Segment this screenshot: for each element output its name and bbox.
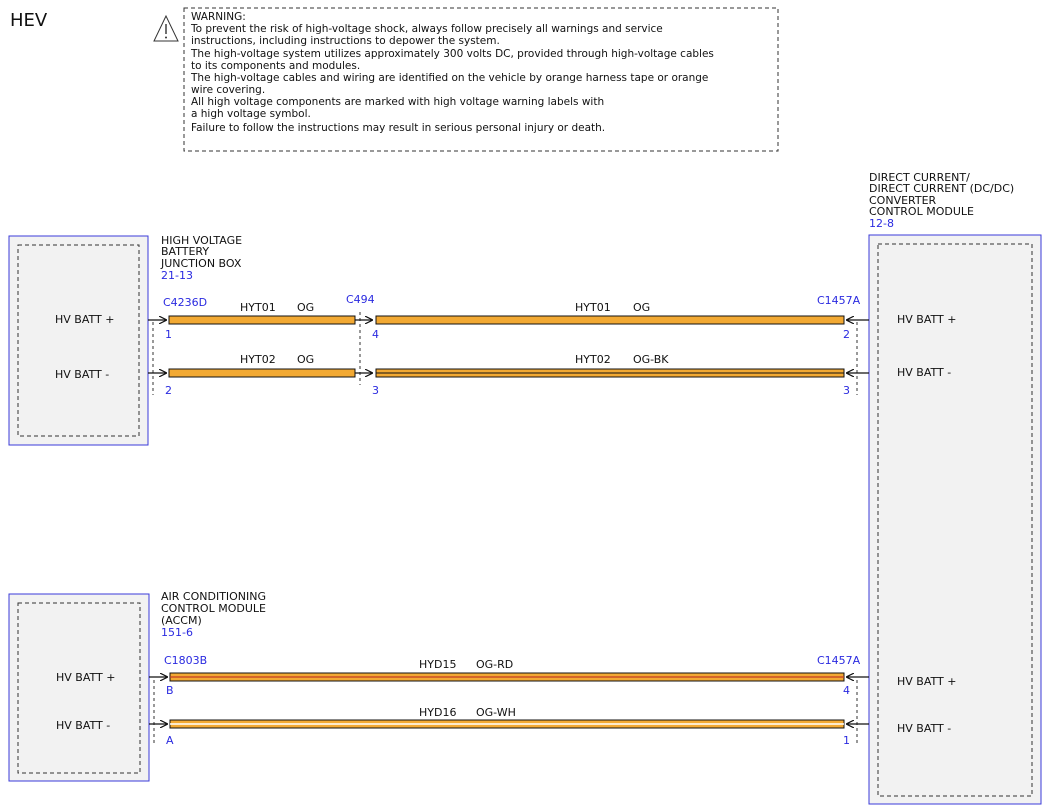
connector-id-link[interactable]: C494 bbox=[346, 293, 375, 306]
module-name-line: CONTROL MODULE bbox=[161, 602, 266, 615]
warning-line: to its components and modules. bbox=[191, 60, 360, 72]
pin-label: HV BATT - bbox=[56, 719, 110, 732]
module-ref-link[interactable]: 21-13 bbox=[161, 269, 193, 282]
connector-id-link[interactable]: C4236D bbox=[163, 296, 207, 309]
dcdc-converter-module: HV BATT + HV BATT - HV BATT + HV BATT - bbox=[868, 234, 1042, 805]
connector-id-link[interactable]: C1457A bbox=[817, 294, 861, 307]
warning-line: Failure to follow the instructions may r… bbox=[191, 122, 605, 134]
circuit-label: HYD16 bbox=[419, 706, 456, 719]
module-name-line: HIGH VOLTAGE bbox=[161, 234, 242, 247]
wire-color-label: OG bbox=[633, 301, 650, 314]
wire bbox=[168, 368, 356, 378]
warning-line: The high-voltage cables and wiring are i… bbox=[190, 72, 708, 84]
pin-label: HV BATT - bbox=[55, 368, 109, 381]
pin-number: 3 bbox=[372, 384, 379, 397]
warning-line: WARNING: bbox=[191, 11, 246, 23]
module-name-line: BATTERY bbox=[161, 245, 209, 258]
connector-id-link[interactable]: C1457A bbox=[817, 654, 861, 667]
pin-label: HV BATT - bbox=[897, 722, 951, 735]
warning-line: a high voltage symbol. bbox=[191, 108, 311, 120]
pin-label: HV BATT + bbox=[897, 313, 956, 326]
pin-number: B bbox=[166, 684, 174, 697]
module-name-line: DIRECT CURRENT (DC/DC) bbox=[869, 182, 1014, 195]
warning-line: instructions, including instructions to … bbox=[191, 35, 500, 47]
warning-line: To prevent the risk of high-voltage shoc… bbox=[190, 23, 663, 35]
warning-line: wire covering. bbox=[191, 84, 265, 96]
pin-number: 1 bbox=[843, 734, 850, 747]
module-ref-link[interactable]: 12-8 bbox=[869, 217, 894, 230]
warning-line: All high voltage components are marked w… bbox=[191, 96, 604, 108]
wire-color-label: OG bbox=[297, 353, 314, 366]
pin-number: 4 bbox=[843, 684, 850, 697]
wire-color-label: OG-BK bbox=[633, 353, 669, 366]
circuit-label: HYT01 bbox=[240, 301, 276, 314]
page-title: HEV bbox=[10, 10, 48, 31]
module-ref-link[interactable]: 151-6 bbox=[161, 626, 193, 639]
pin-label: HV BATT - bbox=[897, 366, 951, 379]
accm-module: HV BATT + HV BATT - bbox=[8, 593, 150, 782]
pin-number: 1 bbox=[165, 328, 172, 341]
pin-number: 2 bbox=[165, 384, 172, 397]
module-name-line: (ACCM) bbox=[161, 614, 202, 627]
warning-line: The high-voltage system utilizes approxi… bbox=[190, 48, 714, 60]
module-name-line: AIR CONDITIONING bbox=[161, 590, 266, 603]
warning-triangle-icon bbox=[153, 14, 179, 42]
wire-color-label: OG-RD bbox=[476, 658, 513, 671]
pin-number: 2 bbox=[843, 328, 850, 341]
wire bbox=[375, 315, 845, 325]
module-name-line: CONTROL MODULE bbox=[869, 205, 974, 218]
pin-label: HV BATT + bbox=[56, 671, 115, 684]
module-name-line: JUNCTION BOX bbox=[160, 257, 242, 270]
hv-battery-junction-box: HV BATT + HV BATT - bbox=[8, 235, 149, 446]
wire-color-label: OG bbox=[297, 301, 314, 314]
circuit-label: HYT01 bbox=[575, 301, 611, 314]
pin-number: 4 bbox=[372, 328, 379, 341]
pin-number: 3 bbox=[843, 384, 850, 397]
warning-box: WARNING: To prevent the risk of high-vol… bbox=[153, 7, 779, 152]
wire bbox=[168, 315, 356, 325]
pin-label: HV BATT + bbox=[897, 675, 956, 688]
circuit-label: HYT02 bbox=[240, 353, 276, 366]
connector-id-link[interactable]: C1803B bbox=[164, 654, 207, 667]
wire-color-label: OG-WH bbox=[476, 706, 516, 719]
circuit-label: HYD15 bbox=[419, 658, 456, 671]
pin-number: A bbox=[166, 734, 174, 747]
pin-label: HV BATT + bbox=[55, 313, 114, 326]
circuit-label: HYT02 bbox=[575, 353, 611, 366]
module-name-line: CONVERTER bbox=[869, 194, 937, 207]
module-name-line: DIRECT CURRENT/ bbox=[869, 171, 970, 184]
